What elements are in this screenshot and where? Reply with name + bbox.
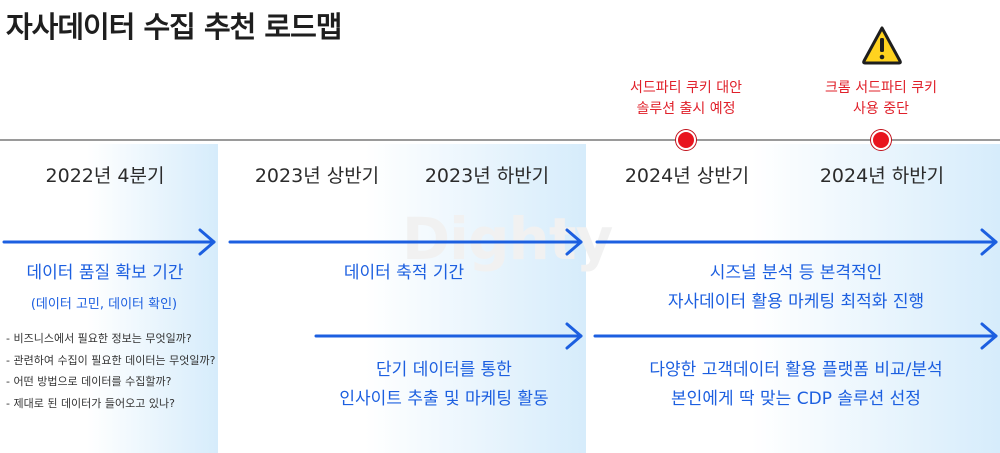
phase-1-background	[0, 144, 218, 453]
event-line: 사용 중단	[853, 101, 909, 117]
event-line: 서드파티 쿠키 대안	[630, 80, 742, 96]
question-list: - 비즈니스에서 필요한 정보는 무엇일까? - 관련하여 수집이 필요한 데이…	[6, 328, 215, 414]
arrow-phase-2	[228, 228, 583, 256]
arrow-phase-3-activity	[593, 322, 998, 350]
arrow-phase-1	[2, 228, 216, 256]
list-item: - 비즈니스에서 필요한 정보는 무엇일까?	[6, 332, 192, 345]
phase-2-title: 데이터 축적 기간	[343, 263, 465, 283]
period-label: 2023년 하반기	[424, 165, 550, 187]
phase-3-line: 시즈널 분석 등 본격적인	[709, 263, 883, 283]
phase-2-background	[218, 144, 586, 453]
timeline-axis	[0, 139, 1000, 141]
phase-1-title: 데이터 품질 확보 기간	[26, 263, 184, 283]
phase-1-subtitle: (데이터 고민, 데이터 확인)	[30, 297, 178, 312]
phase-2-activity: 단기 데이터를 통한 인사이트 추출 및 마케팅 활동	[339, 356, 548, 414]
period-label: 2024년 상반기	[624, 165, 750, 187]
event-line: 솔루션 출시 예정	[636, 101, 736, 117]
warning-icon	[862, 26, 902, 65]
event-dot	[676, 130, 696, 150]
phase-3-title: 시즈널 분석 등 본격적인 자사데이터 활용 마케팅 최적화 진행	[668, 259, 924, 317]
event-line: 크롬 서드파티 쿠키	[825, 80, 937, 96]
phase-3-activity: 다양한 고객데이터 활용 플랫폼 비교/분석 본인에게 딱 맞는 CDP 솔루션…	[649, 356, 942, 414]
event-chrome-cookie-end: 크롬 서드파티 쿠키 사용 중단	[825, 78, 937, 120]
list-item: - 제대로 된 데이터가 들어오고 있나?	[6, 396, 175, 410]
arrow-phase-3	[595, 228, 998, 256]
period-label: 2024년 하반기	[819, 165, 945, 187]
arrow-phase-2-activity	[314, 322, 583, 350]
page-title: 자사데이터 수집 추천 로드맵	[6, 10, 342, 44]
activity-line: 인사이트 추출 및 마케팅 활동	[339, 389, 549, 409]
phase-3-line: 다양한 고객데이터 활용 플랫폼 비교/분석	[649, 360, 943, 380]
event-dot	[871, 130, 891, 150]
list-item: - 어떤 방법으로 데이터를 수집할까?	[6, 375, 172, 388]
phase-3-background	[586, 144, 1000, 453]
event-cookie-alternative: 서드파티 쿠키 대안 솔루션 출시 예정	[630, 78, 742, 120]
period-label: 2023년 상반기	[254, 165, 380, 187]
activity-line: 단기 데이터를 통한	[376, 360, 512, 380]
list-item: - 관련하여 수집이 필요한 데이터는 무엇일까?	[6, 353, 216, 367]
phase-3-line: 본인에게 딱 맞는 CDP 솔루션 선정	[671, 389, 921, 409]
phase-3-line: 자사데이터 활용 마케팅 최적화 진행	[667, 292, 925, 312]
period-label: 2022년 4분기	[45, 165, 165, 187]
